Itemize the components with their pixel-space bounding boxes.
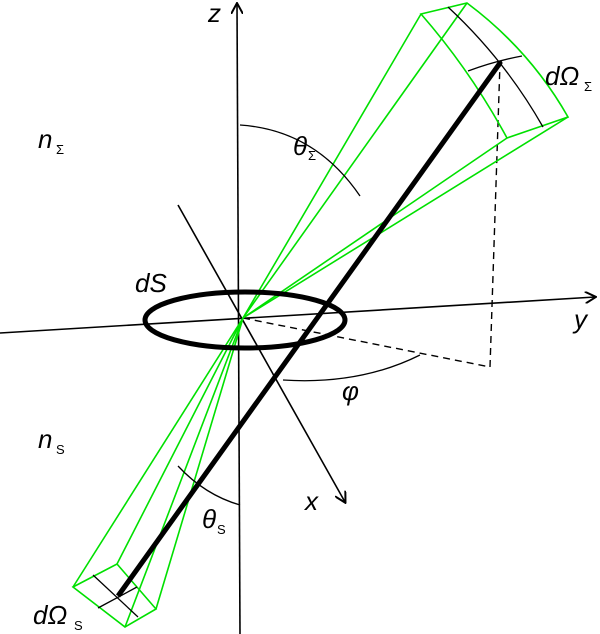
cone-sigma — [242, 2, 570, 319]
theta-s-sub: S — [217, 522, 226, 537]
x-label: x — [303, 486, 319, 516]
projection-vertical — [489, 62, 501, 368]
theta-sigma-label: θ — [293, 131, 307, 161]
n-s-label: n — [38, 424, 52, 454]
dOmega-s-cross-1 — [92, 574, 139, 618]
surface-element-ellipse — [142, 289, 348, 351]
theta-s-arc — [177, 465, 241, 506]
z-label: z — [207, 0, 221, 28]
dOmega-sigma-label: dΩ — [545, 61, 579, 91]
phi-label: φ — [342, 376, 359, 406]
n-s-sub: S — [56, 442, 65, 457]
direction-line — [115, 61, 503, 598]
dOmega-s-cross-2 — [97, 586, 138, 609]
dOmega-s-label: dΩ — [33, 600, 67, 630]
y-axis — [0, 297, 595, 334]
projection-line — [242, 317, 491, 368]
phi-arc — [282, 354, 421, 382]
theta-sigma-sub: Σ — [308, 148, 316, 163]
theta-sigma-arc — [239, 124, 361, 197]
dOmega-s-sub: S — [74, 618, 83, 633]
n-sigma-label: n — [38, 124, 52, 154]
dOmega-sigma-sub: Σ — [584, 79, 592, 94]
n-sigma-sub: Σ — [56, 142, 64, 157]
dS-label: dS — [135, 268, 167, 298]
x-axis — [177, 204, 345, 502]
theta-s-label: θ — [202, 504, 216, 534]
dOmega-sigma-cross — [467, 55, 523, 72]
y-label: y — [572, 304, 589, 334]
